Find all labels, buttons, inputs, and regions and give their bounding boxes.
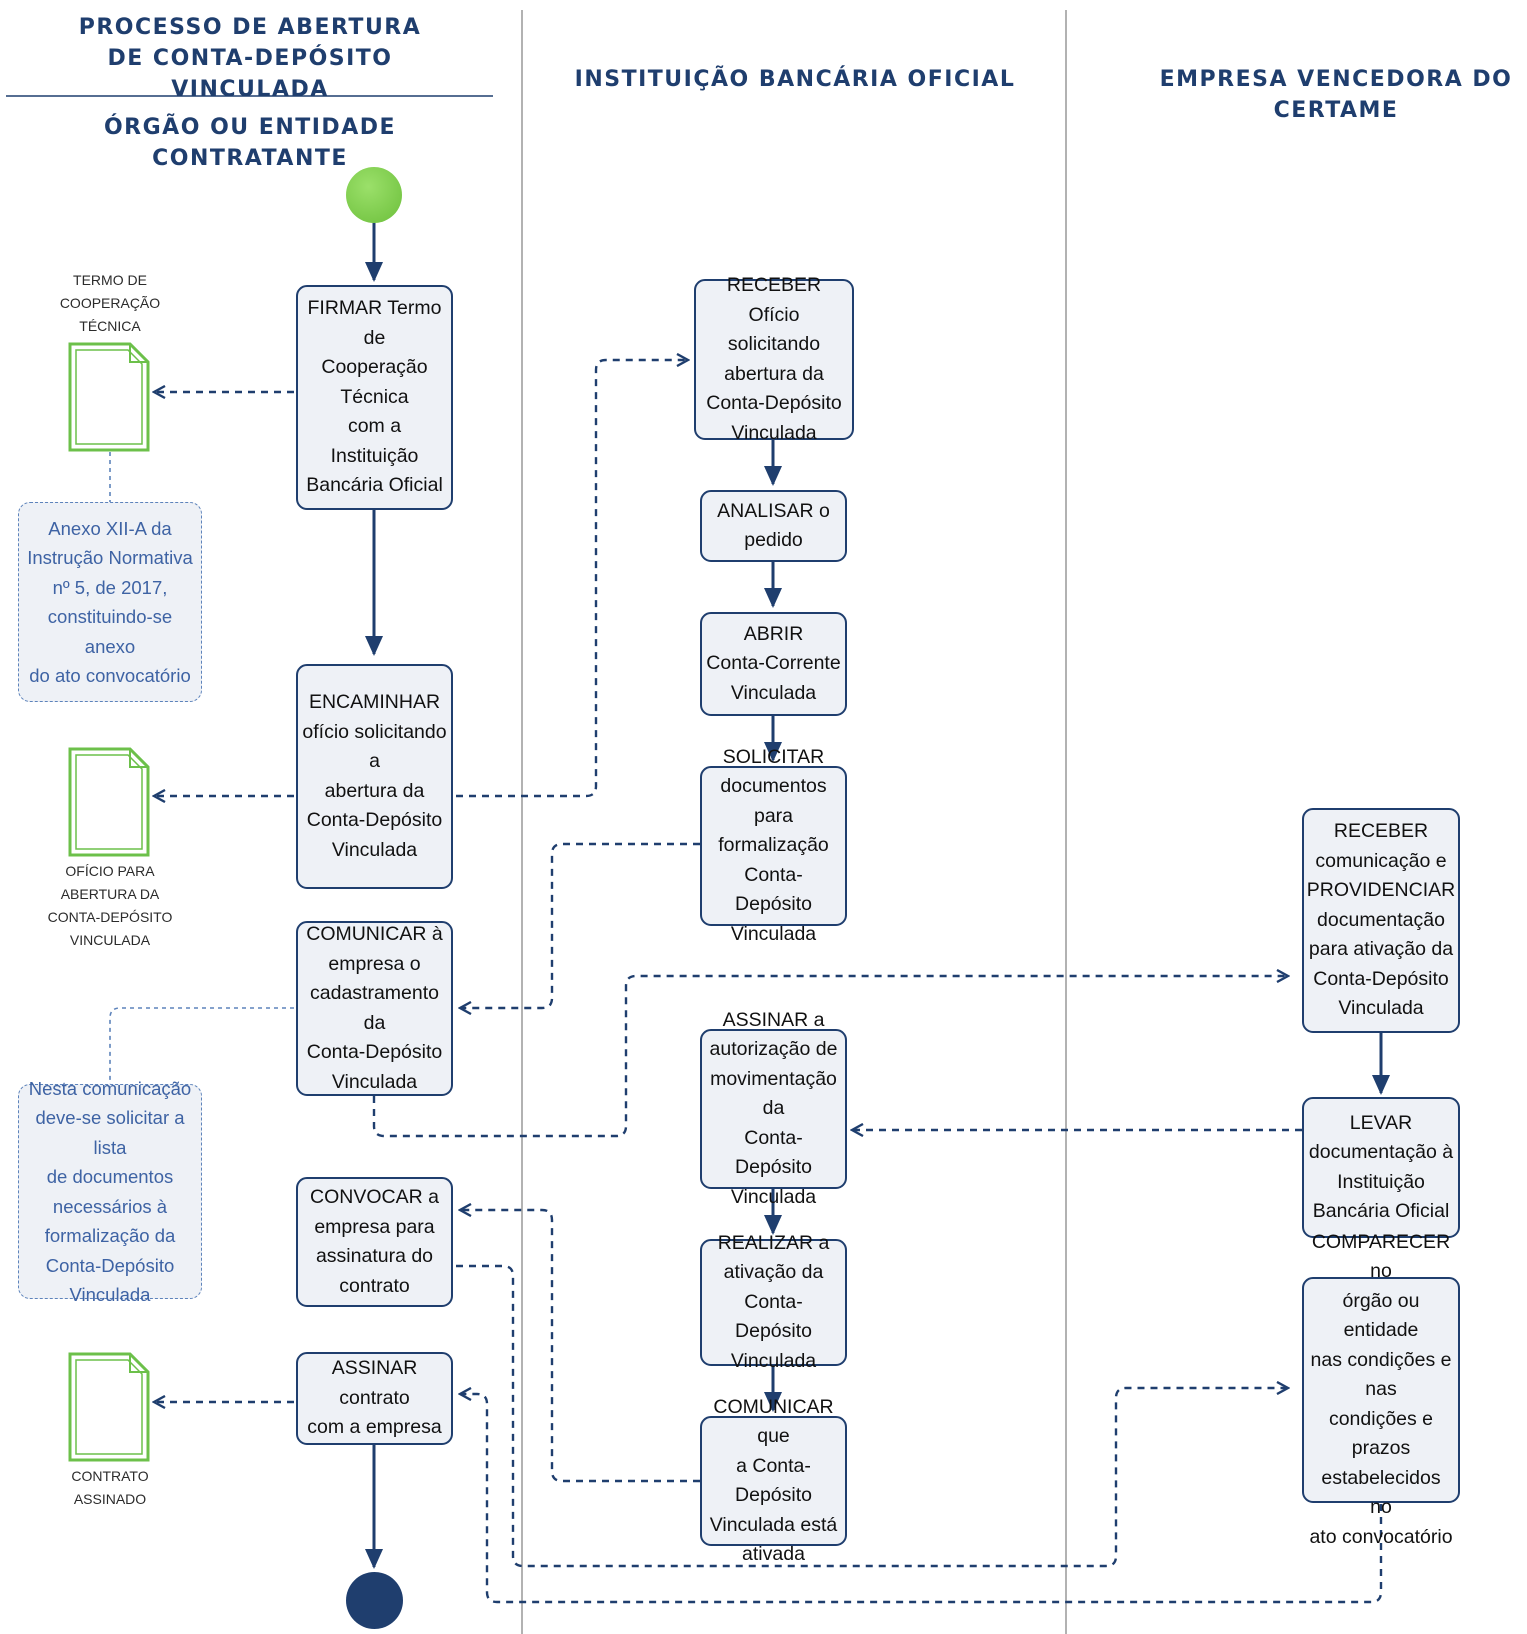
task-receber-oficio-label: RECEBER Ofício solicitando abertura da C… [706,274,842,444]
task-comparecer-label: COMPARECER no órgão ou entidade nas cond… [1309,1230,1453,1548]
doc-icon-contrato [68,1352,150,1462]
doc-icon-oficio [68,747,150,857]
doc-label-oficio: OFÍCIO PARA ABERTURA DA CONTA-DEPÓSITO V… [47,863,173,948]
msg-comparecer-to-assinar [460,1394,1383,1604]
note-anexo: Anexo XII-A da Instrução Normativa nº 5,… [18,502,202,702]
task-encaminhar-oficio: ENCAMINHAR ofício solicitando a abertura… [296,664,453,889]
task-analisar-pedido: ANALISAR o pedido [700,490,847,562]
doc-label-contrato: CONTRATO ASSINADO [71,1468,149,1507]
process-title: PROCESSO DE ABERTURA DE CONTA-DEPÓSITO V… [78,15,422,102]
task-firmar-termo: FIRMAR Termo de Cooperação Técnica com a… [296,285,453,510]
task-realizar-ativacao-label: REALIZAR a ativação da Conta-Depósito Vi… [717,1231,830,1372]
msg-comunicar-to-empresa [372,976,1288,1138]
task-comunicar-ativada-label: COMUNICAR que a Conta-Depósito Vinculada… [709,1395,838,1566]
task-assinar-autorizacao-label: ASSINAR a autorização de movimentação da… [709,1008,838,1208]
task-receber-oficio: RECEBER Ofício solicitando abertura da C… [694,274,854,444]
doc-label-termo: TERMO DE COOPERAÇÃO TÉCNICA [59,272,161,334]
task-encaminhar-oficio-label: ENCAMINHAR ofício solicitando a abertura… [302,691,447,861]
task-receber-comunicacao: RECEBER comunicação e PROVIDENCIAR docum… [1302,808,1460,1033]
task-abrir-conta-label: ABRIR Conta-Corrente Vinculada [706,622,841,704]
task-assinar-contrato: ASSINAR contrato com a empresa [296,1352,453,1445]
doc-icon-termo [68,342,150,452]
task-comunicar-ativada: COMUNICAR que a Conta-Depósito Vinculada… [700,1396,847,1565]
task-comparecer: COMPARECER no órgão ou entidade nas cond… [1302,1231,1460,1548]
task-levar-documentacao: LEVAR documentação à Instituição Bancári… [1302,1097,1460,1238]
task-comunicar-empresa: COMUNICAR à empresa o cadastramento da C… [296,921,453,1096]
note-anexo-text: Anexo XII-A da Instrução Normativa nº 5,… [27,517,193,687]
task-convocar-empresa-label: CONVOCAR a empresa para assinatura do co… [310,1186,439,1297]
msg-convocar-to-comparecer [456,1264,1288,1568]
note-comunicacao: Nesta comunicação deve-se solicitar a li… [18,1078,202,1305]
task-firmar-termo-label: FIRMAR Termo de Cooperação Técnica com a… [306,297,443,497]
task-assinar-contrato-label: ASSINAR contrato com a empresa [307,1357,442,1439]
task-convocar-empresa: CONVOCAR a empresa para assinatura do co… [296,1177,453,1307]
task-solicitar-documentos: SOLICITAR documentos para formalização C… [700,746,847,945]
task-comunicar-empresa-label: COMUNICAR à empresa o cadastramento da C… [306,923,443,1093]
msg-ativada-to-convocar [460,1210,700,1483]
task-solicitar-documentos-label: SOLICITAR documentos para formalização C… [718,745,829,945]
task-analisar-pedido-label: ANALISAR o pedido [717,499,830,552]
lane-header-contratante: ÓRGÃO OU ENTIDADE CONTRATANTE [103,115,397,171]
start-node [346,167,402,223]
lane-header-banco: INSTITUIÇÃO BANCÁRIA OFICIAL [574,67,1016,92]
lane-header-empresa: EMPRESA VENCEDORA DO CERTAME [1159,67,1513,123]
end-node [346,1572,403,1629]
msg-solicitar-to-comunicar [460,842,700,1008]
task-levar-documentacao-label: LEVAR documentação à Instituição Bancári… [1308,1111,1454,1223]
task-realizar-ativacao: REALIZAR a ativação da Conta-Depósito Vi… [700,1232,847,1372]
task-receber-comunicacao-label: RECEBER comunicação e PROVIDENCIAR docum… [1306,820,1456,1020]
note-comunicacao-text: Nesta comunicação deve-se solicitar a li… [28,1077,192,1306]
task-abrir-conta: ABRIR Conta-Corrente Vinculada [700,612,847,716]
task-assinar-autorizacao: ASSINAR a autorização de movimentação da… [700,1009,847,1208]
msg-encaminhar-to-receber [456,360,688,798]
